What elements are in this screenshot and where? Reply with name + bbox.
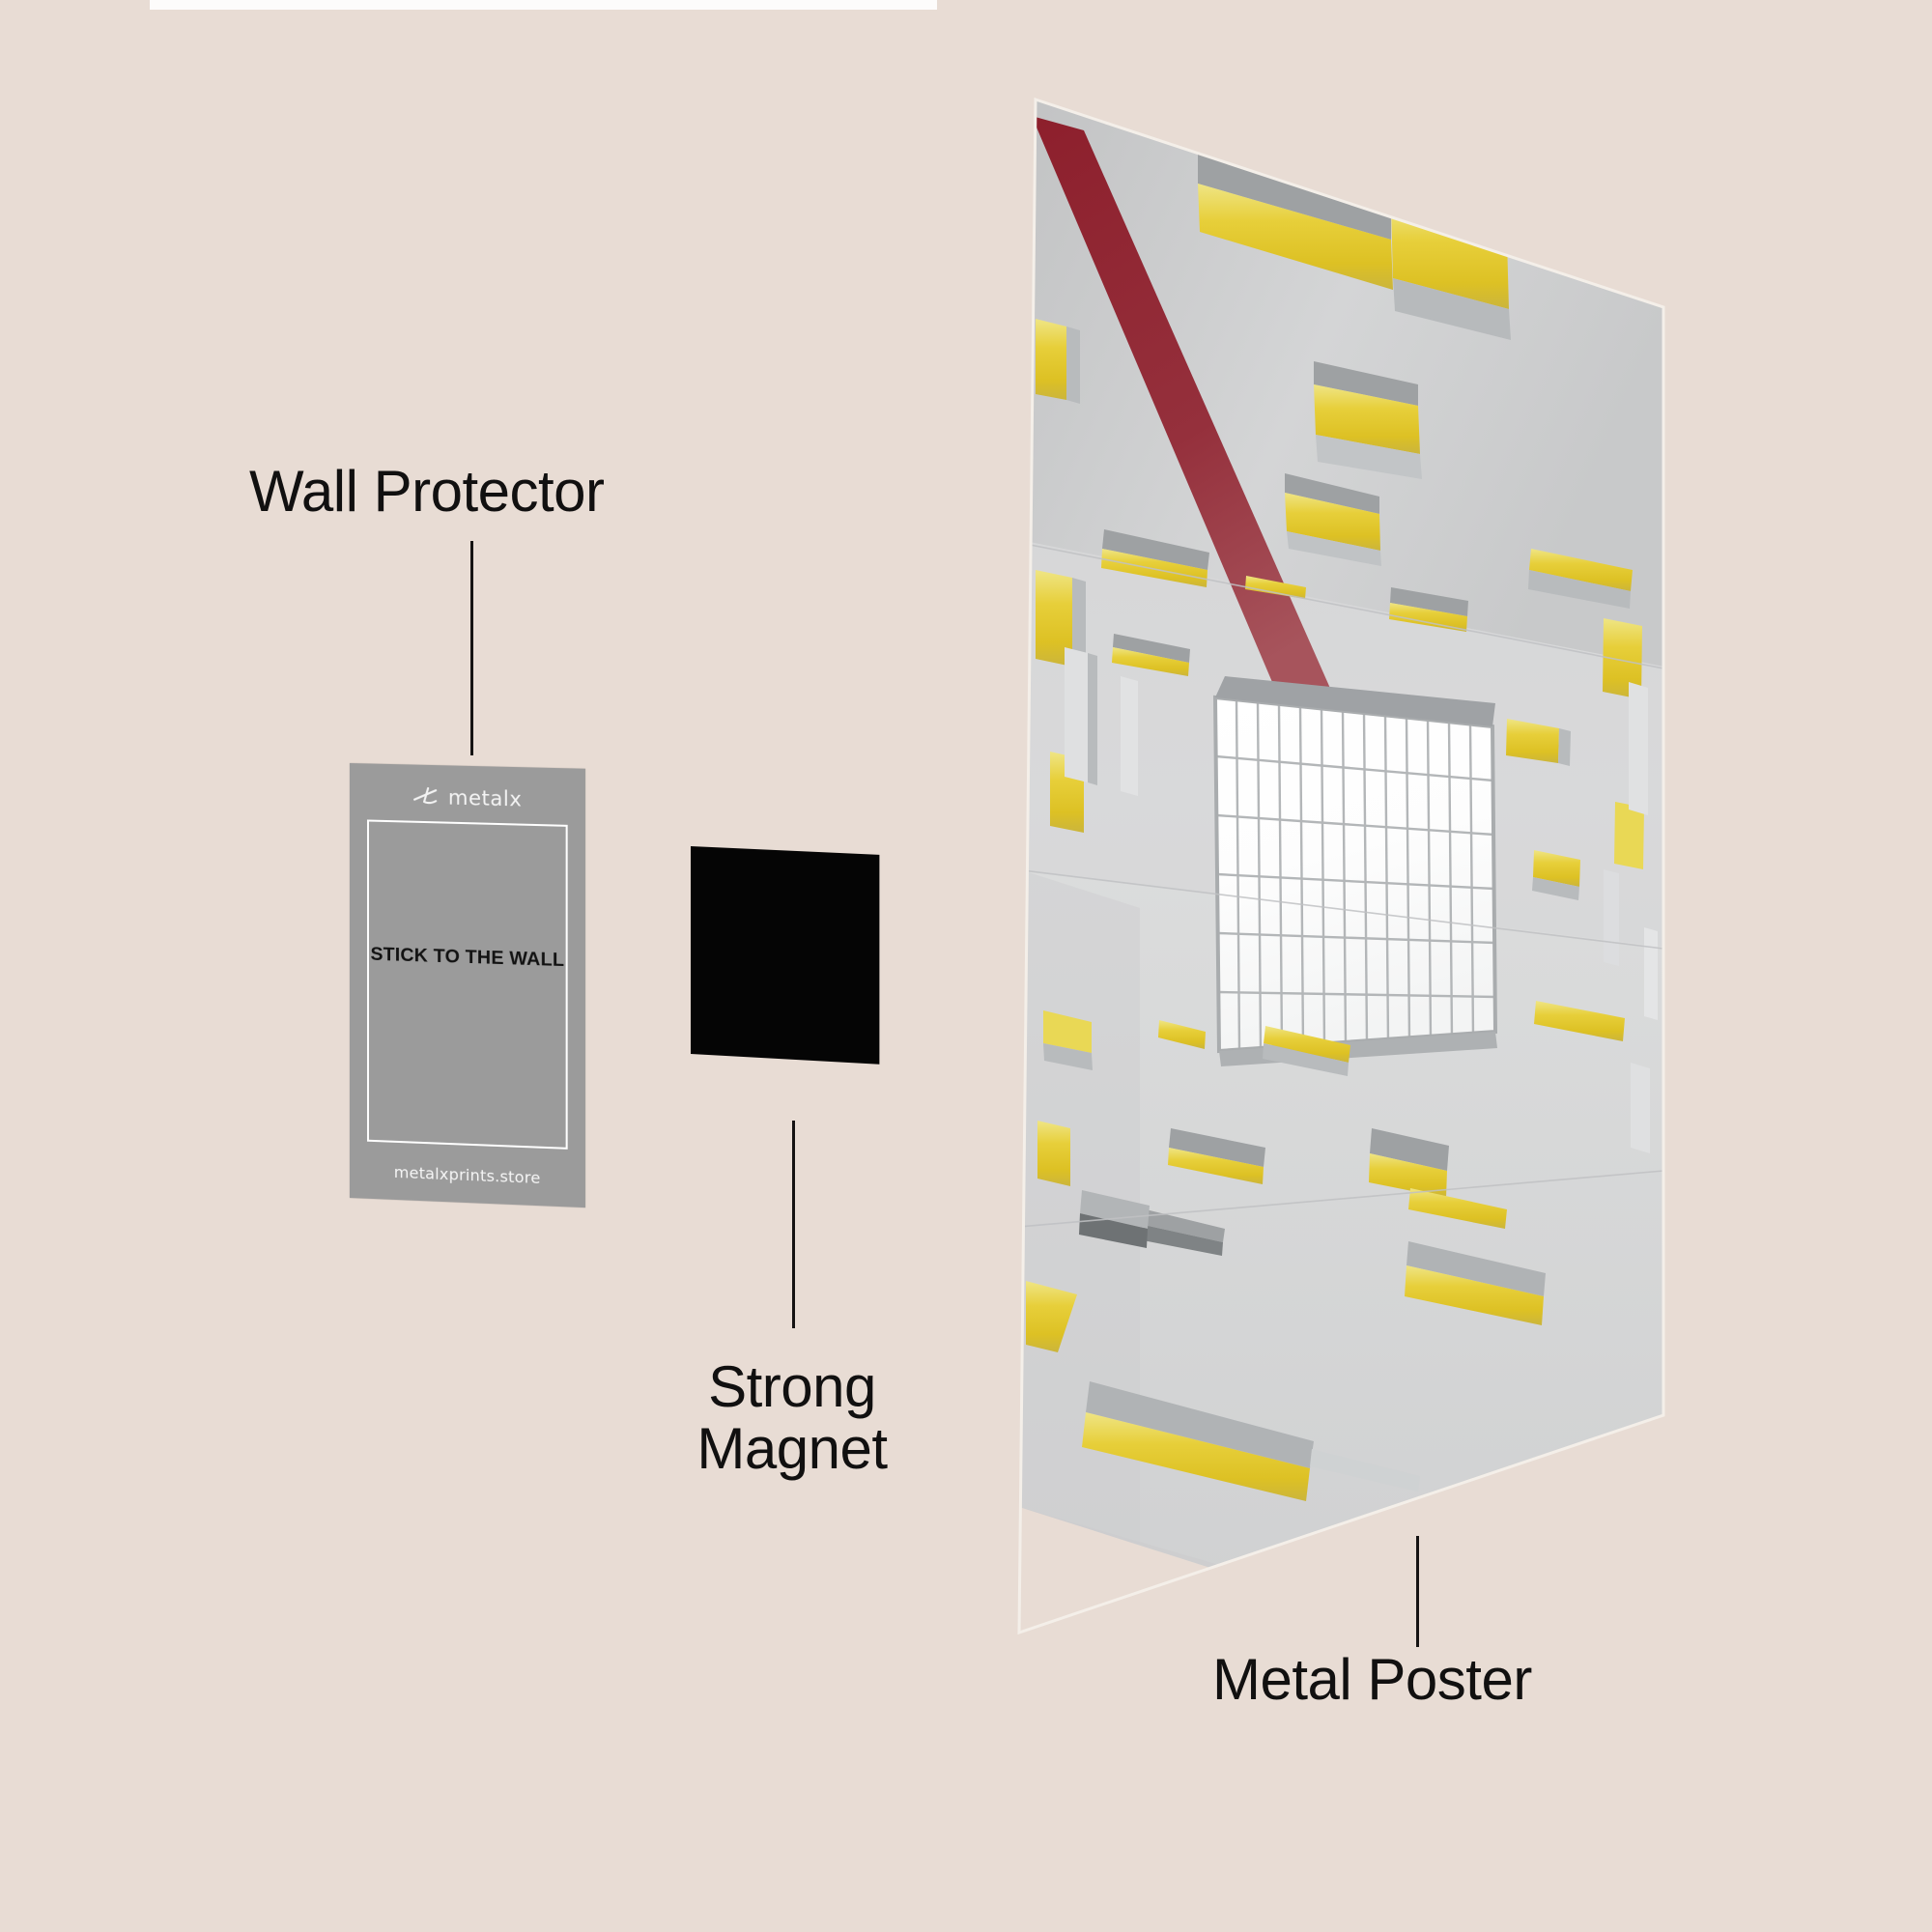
- strong-magnet-square: [691, 846, 880, 1065]
- leader-line-wall-protector: [470, 541, 473, 755]
- wall-protector-inner-frame: [366, 819, 568, 1150]
- skylight-grid: [1212, 676, 1498, 1066]
- callout-label-metal-poster: Metal Poster: [1212, 1647, 1532, 1712]
- leader-line-metal-poster: [1416, 1536, 1419, 1647]
- callout-label-strong-magnet: Strong Magnet: [696, 1354, 888, 1481]
- metalx-logo-text: metalx: [447, 785, 523, 811]
- metalx-logo: metalx: [350, 783, 585, 812]
- poster-edge: [1017, 97, 1665, 1635]
- store-url-text: metalxprints.store: [393, 1162, 541, 1188]
- callout-label-wall-protector: Wall Protector: [249, 459, 605, 524]
- wall-protector-card: metalx STICK TO THE WALL metalxprints.st…: [350, 763, 585, 1208]
- top-edge-strip: [150, 0, 937, 10]
- gold-window-openings: [1026, 147, 1644, 1501]
- wall-vertical-slits: [1065, 647, 1658, 1153]
- poster-artwork: [1019, 99, 1663, 1633]
- leader-line-strong-magnet: [792, 1121, 795, 1328]
- metalx-logo-mark: [412, 786, 441, 809]
